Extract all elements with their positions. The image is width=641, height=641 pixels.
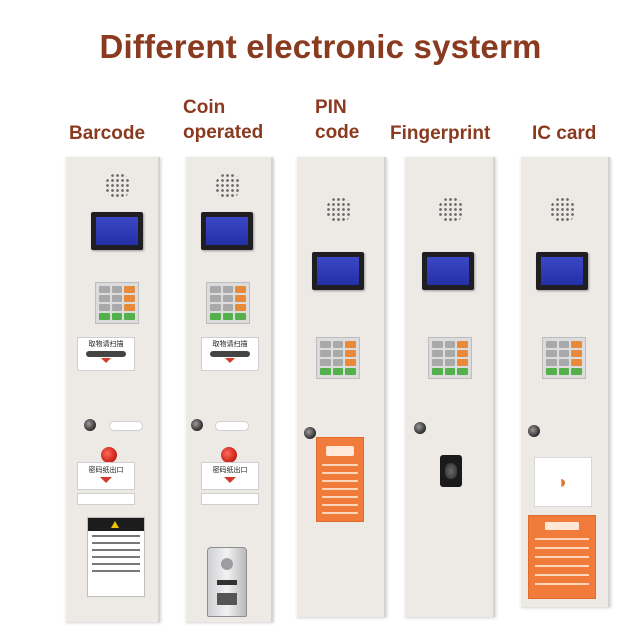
barcode-scan-slot[interactable]: 取物请扫描 bbox=[201, 337, 259, 371]
keypad-icon[interactable] bbox=[95, 282, 139, 324]
speaker-grille-icon bbox=[550, 197, 576, 223]
code-exit-label: 密码纸出口 bbox=[88, 467, 124, 474]
barcode-scan-slot[interactable]: 取物请扫描 bbox=[77, 337, 135, 371]
ic-card-info-sign bbox=[528, 515, 596, 599]
keypad-icon[interactable] bbox=[206, 282, 250, 324]
operation-steps-card bbox=[316, 437, 364, 522]
warning-icon bbox=[110, 521, 119, 528]
storage-hint-bubble bbox=[215, 421, 249, 431]
code-paper-exit: 密码纸出口 bbox=[77, 462, 135, 490]
coin-acceptor-icon[interactable] bbox=[207, 547, 247, 617]
lcd-screen-icon bbox=[312, 252, 364, 290]
keypad-icon[interactable] bbox=[316, 337, 360, 379]
lock-icon[interactable] bbox=[304, 427, 316, 439]
label-pin-line1: PIN bbox=[315, 97, 347, 118]
lcd-screen-icon bbox=[536, 252, 588, 290]
lock-icon[interactable] bbox=[191, 419, 203, 431]
keypad-icon[interactable] bbox=[428, 337, 472, 379]
scan-slot-label: 取物请扫描 bbox=[212, 341, 248, 348]
lcd-screen-icon bbox=[201, 212, 253, 250]
page-title: Different electronic systerm bbox=[99, 28, 542, 65]
label-ic-card: IC card bbox=[532, 123, 597, 144]
label-fingerprint: Fingerprint bbox=[390, 123, 491, 144]
fingerprint-locker-panel bbox=[404, 157, 495, 617]
keypad-icon[interactable] bbox=[542, 337, 586, 379]
info-strip bbox=[201, 493, 259, 505]
lock-icon[interactable] bbox=[528, 425, 540, 437]
lcd-screen-icon bbox=[91, 212, 143, 250]
label-pin-line2: code bbox=[315, 122, 360, 143]
pin-locker-panel bbox=[296, 157, 386, 617]
lcd-screen-icon bbox=[422, 252, 474, 290]
warning-notice bbox=[87, 517, 145, 597]
ic-info-title bbox=[545, 522, 579, 530]
lock-icon[interactable] bbox=[414, 422, 426, 434]
speaker-grille-icon bbox=[215, 173, 241, 199]
label-coin-line1: Coin bbox=[183, 97, 226, 118]
red-button-icon[interactable] bbox=[221, 447, 237, 463]
code-exit-label: 密码纸出口 bbox=[212, 467, 248, 474]
label-barcode: Barcode bbox=[69, 123, 146, 144]
info-strip bbox=[77, 493, 135, 505]
red-button-icon[interactable] bbox=[101, 447, 117, 463]
operation-steps-title bbox=[326, 446, 354, 456]
barcode-locker-panel: 取物请扫描 密码纸出口 bbox=[65, 157, 160, 622]
label-pin-code: PIN code bbox=[315, 95, 359, 145]
label-coin-operated: Coin operated bbox=[183, 95, 263, 145]
speaker-grille-icon bbox=[326, 197, 352, 223]
lock-icon[interactable] bbox=[84, 419, 96, 431]
storage-hint-bubble bbox=[109, 421, 143, 431]
ic-card-locker-panel: ◗ bbox=[520, 157, 610, 607]
scan-slot-label: 取物请扫描 bbox=[88, 341, 124, 348]
code-paper-exit: 密码纸出口 bbox=[201, 462, 259, 490]
fingerprint-scanner-icon[interactable] bbox=[440, 455, 462, 487]
coin-locker-panel: 取物请扫描 密码纸出口 bbox=[185, 157, 273, 622]
speaker-grille-icon bbox=[105, 173, 131, 199]
card-reader-icon[interactable]: ◗ bbox=[534, 457, 592, 507]
label-coin-line2: operated bbox=[183, 122, 264, 143]
speaker-grille-icon bbox=[438, 197, 464, 223]
